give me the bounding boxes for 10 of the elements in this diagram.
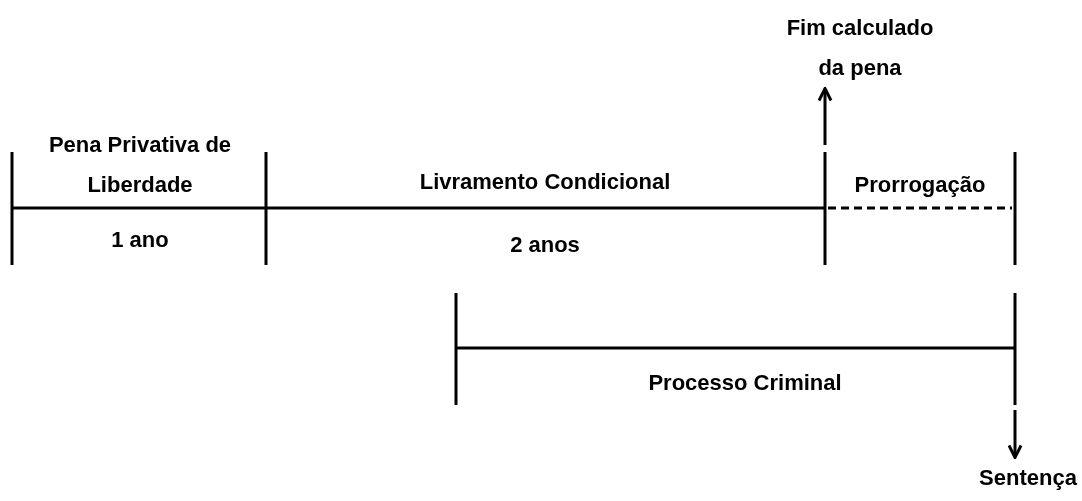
- arrow: [817, 87, 833, 145]
- period-label: 2 anos: [509, 231, 581, 259]
- period-label: 1 ano: [110, 226, 170, 254]
- event-label: Fim calculado da pena: [785, 8, 935, 88]
- period-label: Processo Criminal: [647, 369, 843, 397]
- period-label: Prorrogação: [853, 171, 987, 199]
- period-label: Livramento Condicional: [418, 168, 672, 196]
- event-label: Sentença: [975, 458, 1081, 498]
- period-label: Pena Privativa de Liberdade: [47, 131, 233, 199]
- arrow: [1007, 410, 1023, 459]
